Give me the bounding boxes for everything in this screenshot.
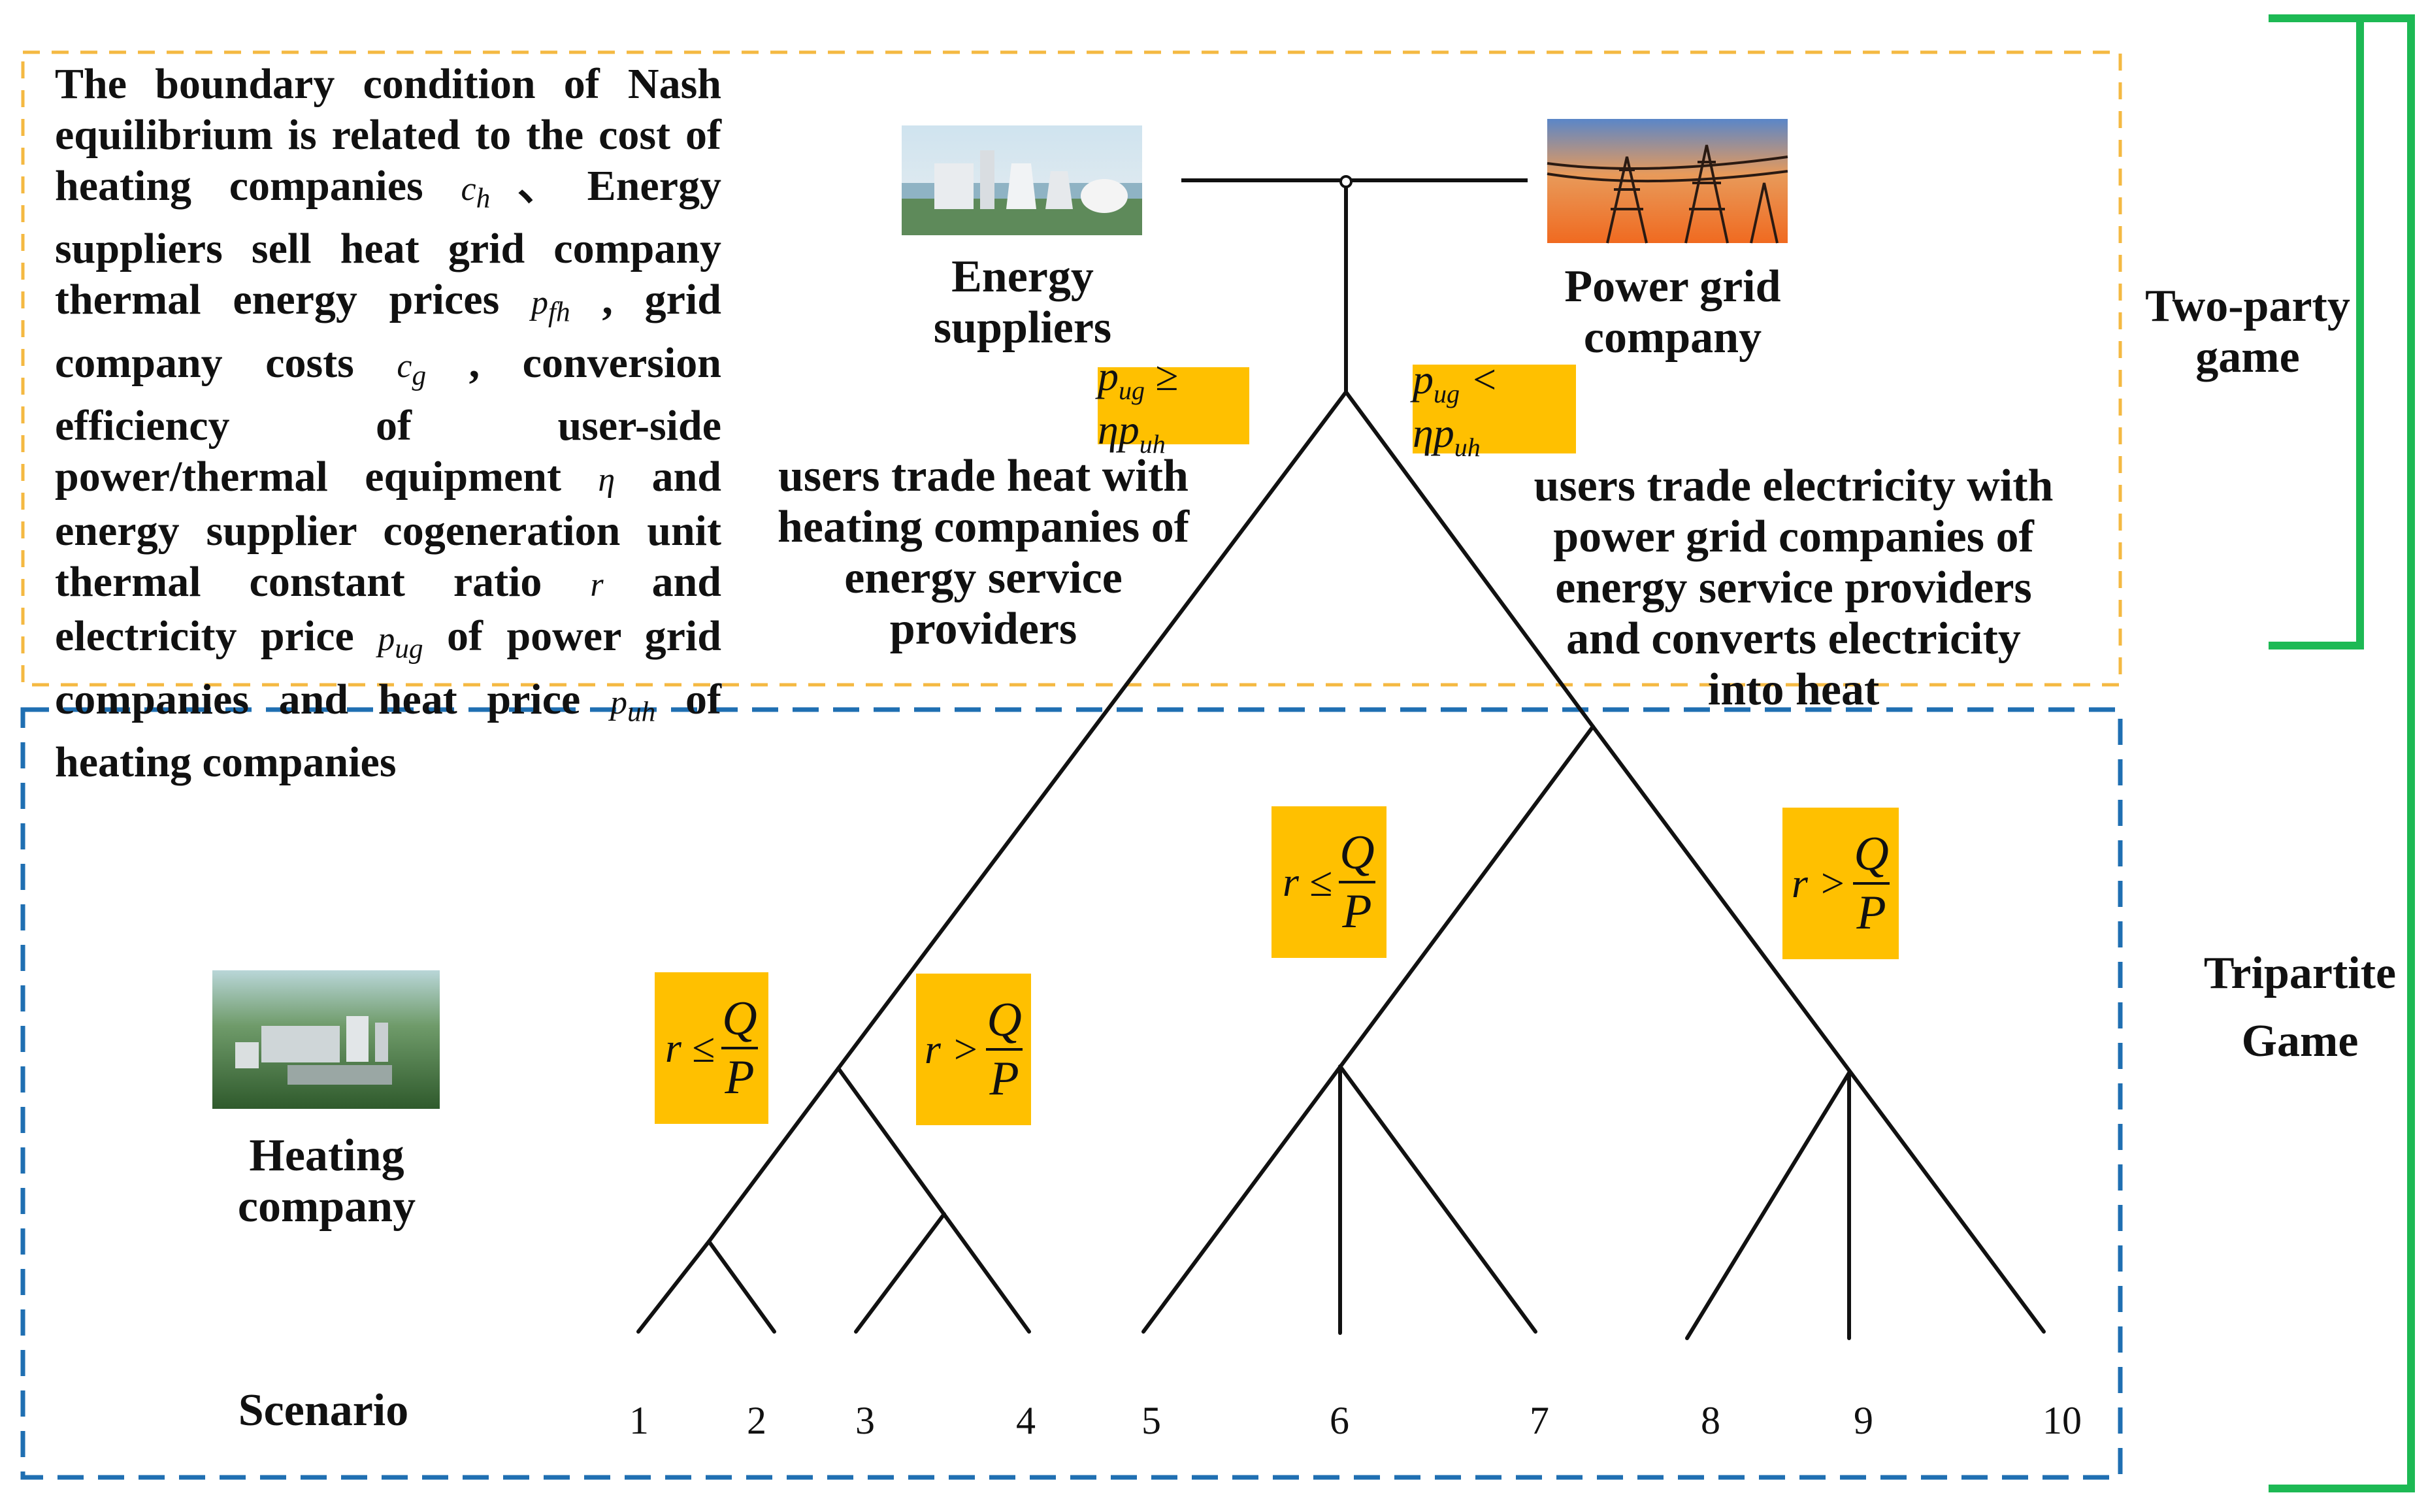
desc-text-6: and electricity price xyxy=(55,558,721,661)
var-cg: cg xyxy=(397,347,427,391)
scenario-3: 3 xyxy=(855,1399,875,1442)
power-grid-label: Power grid company xyxy=(1564,261,1781,363)
scenario-5: 5 xyxy=(1141,1399,1161,1442)
var-ch: ch xyxy=(461,171,491,214)
two-party-region xyxy=(21,50,2122,687)
tripartite-bracket xyxy=(2269,14,2415,1492)
scenario-6: 6 xyxy=(1330,1399,1349,1442)
var-puh: puh xyxy=(610,683,656,727)
desc-text-5: and energy supplier cogeneration unit th… xyxy=(55,453,721,606)
power-plant-image xyxy=(902,125,1142,235)
scenario-7: 7 xyxy=(1530,1399,1549,1442)
scenario-1: 1 xyxy=(629,1399,649,1442)
heating-company-label: Heating company xyxy=(237,1130,416,1232)
scenario-8: 8 xyxy=(1701,1399,1720,1442)
desc-text-7: of power grid companies and heat price xyxy=(55,612,721,723)
desc-text-1: The boundary condition of Nash equilibri… xyxy=(55,60,721,210)
desc-text-8: of heating companies xyxy=(55,675,721,786)
scenario-10: 10 xyxy=(2042,1399,2082,1442)
var-pfh: pfh xyxy=(531,284,570,328)
transmission-tower-image xyxy=(1547,119,1788,244)
desc-text-4: , conversion efficiency of user-side pow… xyxy=(55,338,721,501)
var-r: r xyxy=(590,567,604,604)
desc-text-3: , grid company costs xyxy=(55,276,721,387)
cond-pug-lt: pug < ηpuh xyxy=(1413,356,1576,462)
var-eta: η xyxy=(598,461,615,499)
right-branch-text: users trade electricity with power grid … xyxy=(1534,461,2054,715)
junction-dot xyxy=(1339,175,1353,188)
scenario-9: 9 xyxy=(1854,1399,1873,1442)
tripartite-game-label: Tripartite Game xyxy=(2203,948,2397,1066)
heating-plant-image xyxy=(212,970,440,1109)
scenario-label: Scenario xyxy=(238,1385,409,1436)
energy-suppliers-label: Energy suppliers xyxy=(933,252,1112,353)
scenario-4: 4 xyxy=(1016,1399,1036,1442)
var-pug: pug xyxy=(378,621,423,665)
left-branch-text: users trade heat with heating companies … xyxy=(778,451,1189,654)
cond-pug-ge: pug ≥ ηpuh xyxy=(1098,353,1249,459)
nash-boundary-description: The boundary condition of Nash equilibri… xyxy=(55,59,721,788)
desc-text-2: 、Energy suppliers sell heat grid company… xyxy=(55,162,721,324)
scenario-2: 2 xyxy=(747,1399,766,1442)
tree-lines xyxy=(636,390,2046,1340)
tripartite-region xyxy=(20,707,2123,1480)
two-party-game-label: Two-party game xyxy=(2145,281,2350,382)
